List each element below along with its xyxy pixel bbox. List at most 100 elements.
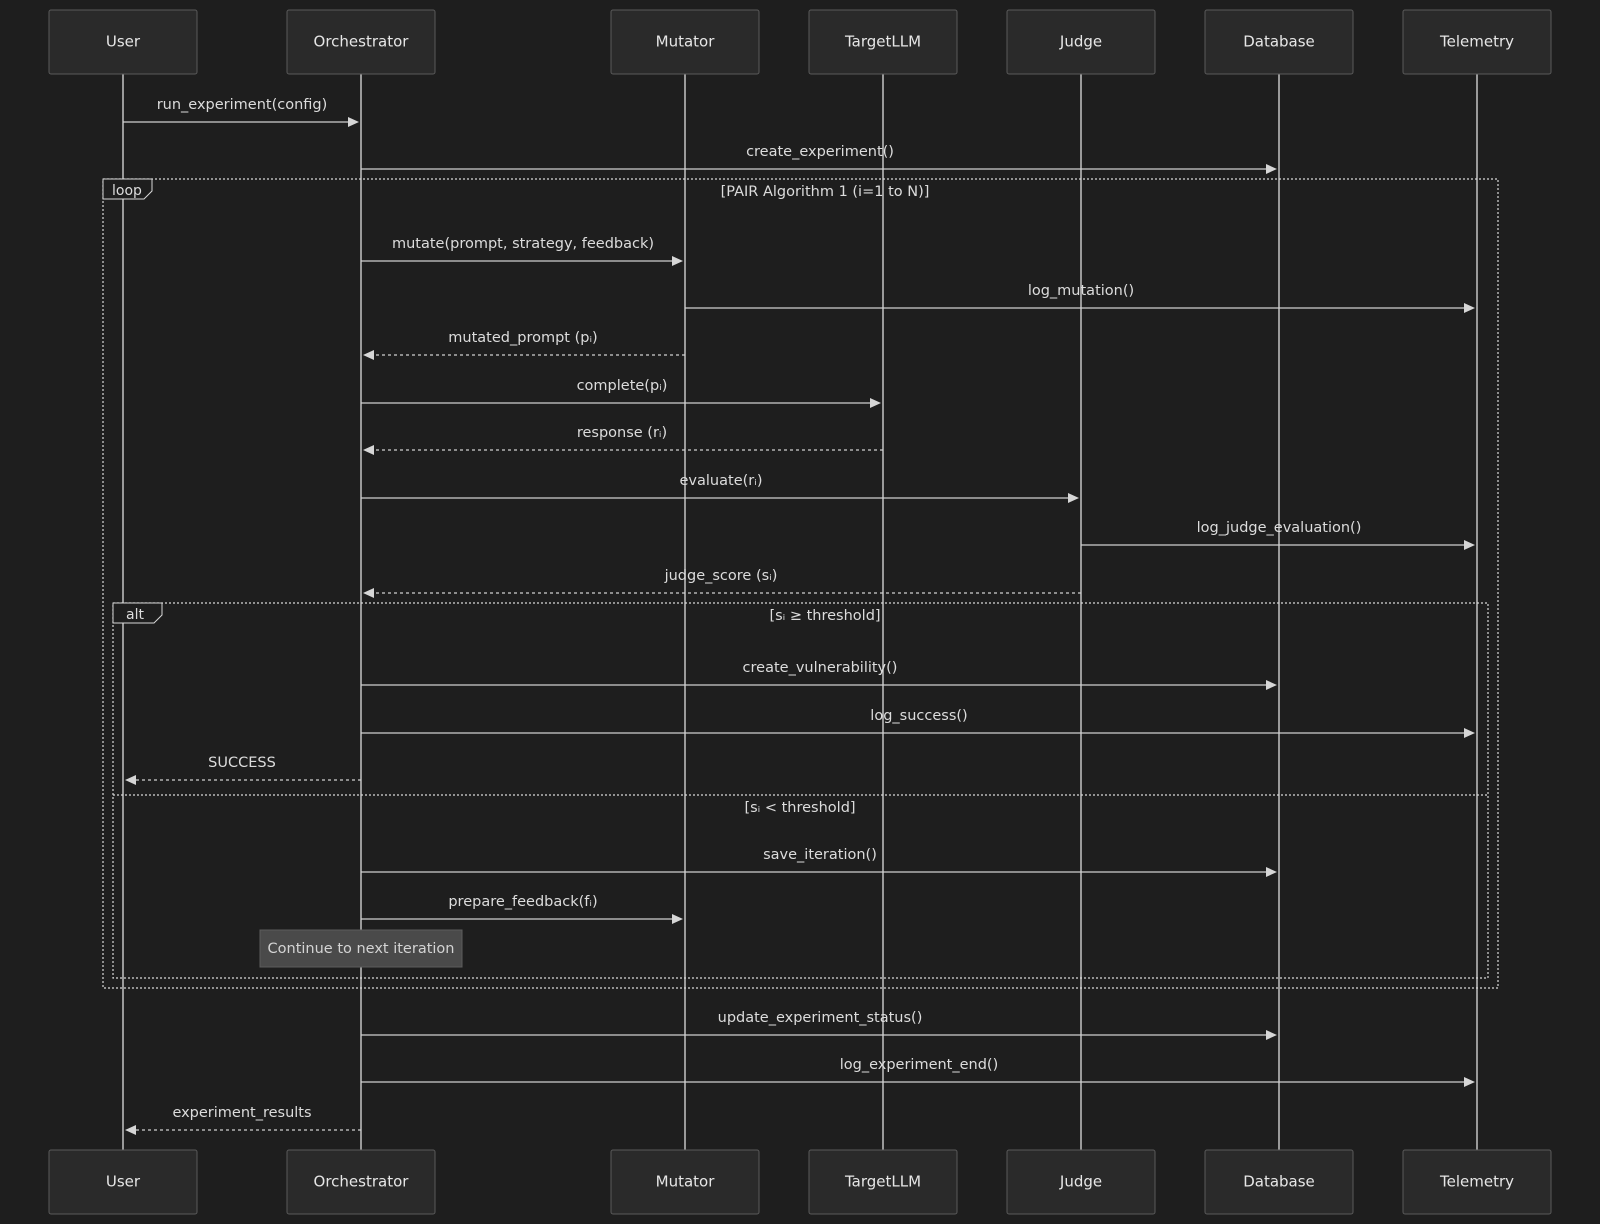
actor-box bbox=[1204, 9, 1354, 75]
arrowhead bbox=[1266, 680, 1277, 690]
actor-label: Judge bbox=[1059, 1173, 1102, 1191]
alt-frame: alt[sᵢ ≥ threshold][sᵢ < threshold] bbox=[112, 602, 1489, 979]
actor-targetllm-bottom: TargetLLM bbox=[808, 1149, 958, 1215]
actors-top: User Orchestrator Mutator TargetLLM Judge Dat… bbox=[48, 9, 1552, 75]
message-judge-score-s: judge_score (sᵢ) bbox=[363, 568, 1081, 598]
message-label: log_mutation() bbox=[1028, 283, 1134, 299]
message-label: prepare_feedback(fᵢ) bbox=[448, 894, 597, 910]
message-log-success: log_success() bbox=[361, 708, 1475, 738]
message-label: save_iteration() bbox=[763, 847, 877, 863]
message-label: update_experiment_status() bbox=[718, 1010, 923, 1026]
actor-targetllm-top: TargetLLM bbox=[808, 9, 958, 75]
actor-user-top: User bbox=[48, 9, 198, 75]
loop-frame-border bbox=[102, 178, 1499, 989]
actor-label: Database bbox=[1243, 1173, 1315, 1191]
actor-box bbox=[610, 9, 760, 75]
arrowhead bbox=[1464, 303, 1475, 313]
arrowhead bbox=[672, 914, 683, 924]
message-run-experiment-config: run_experiment(config) bbox=[123, 97, 359, 127]
arrowhead bbox=[125, 775, 136, 785]
arrowhead bbox=[125, 1125, 136, 1135]
actor-box bbox=[1006, 9, 1156, 75]
actor-telemetry-bottom: Telemetry bbox=[1402, 1149, 1552, 1215]
alt-frame-border bbox=[112, 602, 1489, 979]
actor-orchestrator-bottom: Orchestrator bbox=[286, 1149, 436, 1215]
message-label: evaluate(rᵢ) bbox=[680, 473, 763, 489]
actor-label: Telemetry bbox=[1439, 33, 1514, 51]
arrowhead bbox=[1266, 164, 1277, 174]
message-complete-p: complete(pᵢ) bbox=[361, 378, 881, 408]
actor-label: Judge bbox=[1059, 33, 1102, 51]
note-label: Continue to next iteration bbox=[268, 941, 455, 957]
message-label: run_experiment(config) bbox=[157, 97, 328, 113]
actor-box bbox=[808, 9, 958, 75]
arrowhead bbox=[1464, 1077, 1475, 1087]
actor-label: TargetLLM bbox=[844, 1173, 921, 1191]
message-label: log_success() bbox=[870, 708, 967, 724]
message-log-judge-evaluation: log_judge_evaluation() bbox=[1081, 520, 1475, 550]
actor-label: User bbox=[106, 1173, 141, 1191]
message-mutate-prompt-strategy-feedback: mutate(prompt, strategy, feedback) bbox=[361, 236, 683, 266]
actor-telemetry-top: Telemetry bbox=[1402, 9, 1552, 75]
arrowhead bbox=[348, 117, 359, 127]
actor-label: Database bbox=[1243, 33, 1315, 51]
loop-frame: loop[PAIR Algorithm 1 (i=1 to N)] bbox=[102, 178, 1499, 989]
actor-database-bottom: Database bbox=[1204, 1149, 1354, 1215]
message-label: log_experiment_end() bbox=[840, 1057, 999, 1073]
actors-bottom: User Orchestrator Mutator TargetLLM Judge Dat… bbox=[48, 1149, 1552, 1215]
actor-box bbox=[808, 1149, 958, 1215]
arrowhead bbox=[870, 398, 881, 408]
message-label: response (rᵢ) bbox=[577, 425, 667, 441]
message-response-r: response (rᵢ) bbox=[363, 425, 883, 455]
actor-box bbox=[286, 1149, 436, 1215]
actor-box bbox=[1204, 1149, 1354, 1215]
actor-box bbox=[48, 9, 198, 75]
note-box bbox=[259, 929, 463, 968]
message-update-experiment-status: update_experiment_status() bbox=[361, 1010, 1277, 1040]
arrowhead bbox=[1464, 540, 1475, 550]
actor-judge-top: Judge bbox=[1006, 9, 1156, 75]
actor-box bbox=[48, 1149, 198, 1215]
actor-box bbox=[610, 1149, 760, 1215]
actor-label: Orchestrator bbox=[314, 33, 410, 51]
message-log-experiment-end: log_experiment_end() bbox=[361, 1057, 1475, 1087]
actor-box bbox=[286, 9, 436, 75]
arrowhead bbox=[672, 256, 683, 266]
message-label: judge_score (sᵢ) bbox=[664, 568, 778, 584]
actor-box bbox=[1402, 1149, 1552, 1215]
message-label: mutated_prompt (pᵢ) bbox=[448, 330, 597, 346]
arrowhead bbox=[1266, 867, 1277, 877]
arrowhead bbox=[1464, 728, 1475, 738]
frames: loop[PAIR Algorithm 1 (i=1 to N)]alt[sᵢ … bbox=[102, 178, 1499, 989]
message-save-iteration: save_iteration() bbox=[361, 847, 1277, 877]
actor-mutator-top: Mutator bbox=[610, 9, 760, 75]
actor-user-bottom: User bbox=[48, 1149, 198, 1215]
arrowhead bbox=[1266, 1030, 1277, 1040]
message-label: create_vulnerability() bbox=[743, 660, 898, 676]
message-evaluate-r: evaluate(rᵢ) bbox=[361, 473, 1079, 503]
message-label: mutate(prompt, strategy, feedback) bbox=[392, 236, 654, 252]
notes: Continue to next iteration bbox=[259, 929, 463, 968]
loop-frame-condition: [PAIR Algorithm 1 (i=1 to N)] bbox=[721, 184, 930, 200]
arrowhead bbox=[363, 588, 374, 598]
note-continue: Continue to next iteration bbox=[259, 929, 463, 968]
arrowhead bbox=[363, 445, 374, 455]
alt-frame-condition-2: [sᵢ < threshold] bbox=[744, 800, 855, 816]
actor-judge-bottom: Judge bbox=[1006, 1149, 1156, 1215]
actor-box bbox=[1402, 9, 1552, 75]
actor-label: Mutator bbox=[656, 1173, 716, 1191]
actor-orchestrator-top: Orchestrator bbox=[286, 9, 436, 75]
message-label: log_judge_evaluation() bbox=[1197, 520, 1362, 536]
alt-frame-tag-label: alt bbox=[126, 607, 144, 623]
message-label: experiment_results bbox=[172, 1105, 311, 1121]
message-prepare-feedback-f: prepare_feedback(fᵢ) bbox=[361, 894, 683, 924]
actor-label: TargetLLM bbox=[844, 33, 921, 51]
loop-frame-tag bbox=[102, 178, 153, 200]
actor-mutator-bottom: Mutator bbox=[610, 1149, 760, 1215]
actor-label: Orchestrator bbox=[314, 1173, 410, 1191]
actor-database-top: Database bbox=[1204, 9, 1354, 75]
message-label: complete(pᵢ) bbox=[577, 378, 668, 394]
message-create-vulnerability: create_vulnerability() bbox=[361, 660, 1277, 690]
message-experiment-results: experiment_results bbox=[125, 1105, 361, 1135]
